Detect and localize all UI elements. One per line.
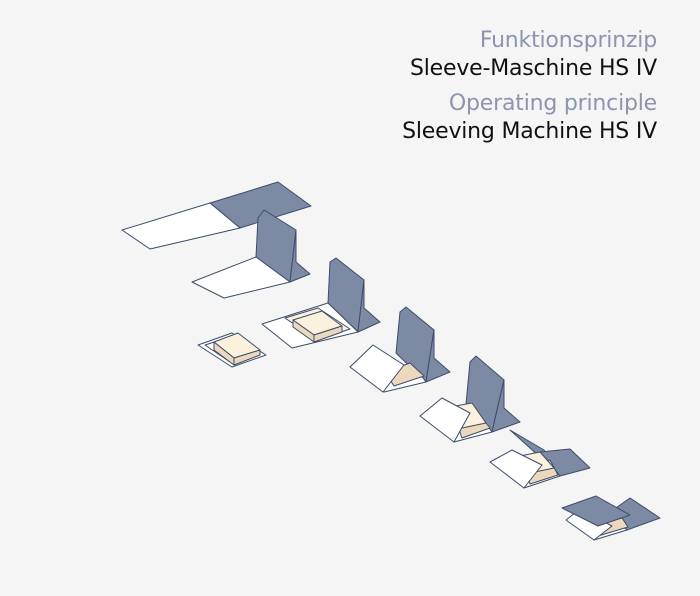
step-3-tray-on-sleeve xyxy=(261,257,381,349)
title-german-machine: Sleeve-Maschine HS IV xyxy=(409,56,657,81)
title-block: Funktionsprinzip Sleeve-Maschine HS IV O… xyxy=(402,30,657,143)
step-2-flap-folded xyxy=(191,209,311,299)
step-7-closed-sleeve xyxy=(561,495,661,541)
step-6-flap-down xyxy=(489,429,591,489)
title-german-label: Funktionsprinzip xyxy=(479,28,657,53)
step-4-white-fold xyxy=(349,306,451,393)
title-english-label: Operating principle xyxy=(448,91,657,116)
separate-tray xyxy=(197,332,267,368)
step-1-flat-sleeve xyxy=(121,181,312,250)
step-5-wrapping xyxy=(419,355,521,443)
title-english-machine: Sleeving Machine HS IV xyxy=(402,119,657,144)
